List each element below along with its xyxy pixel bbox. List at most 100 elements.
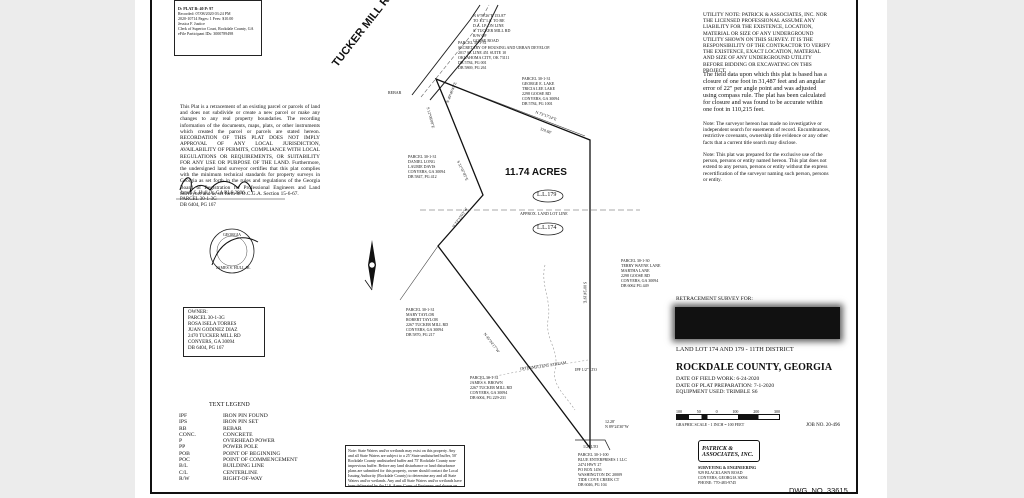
parcel-line: CONYERS, GA 30094 [408,169,446,174]
company-line: SURVEYING & ENGINEERING [698,465,757,470]
date-line: EQUIPMENT USED: TRIMBLE S6 [676,389,758,395]
recording-stamp-box: D: PLAT B: 40 P: 97 Recorded: 07/08/2020… [174,0,262,56]
parcel-line: 2298 GOOSE RD [621,273,650,278]
legend-code: POB [179,450,190,457]
legend-code: C/L [179,469,188,476]
seal-top-text: GEORGIA [223,232,241,237]
parcel-line: CONYERS, GA 30094 [522,96,560,101]
legend-desc: CONCRETE [223,431,253,438]
parcel-line: PARCEL 30-1-31 [470,375,499,380]
legend-desc: POINT OF COMMENCEMENT [223,457,298,464]
parcel-line: 2267 TUCKER MILL RD [470,385,513,390]
parcel-line: MARTHA LANE [621,268,650,273]
company-line: PHONE: 770-483-9745 [698,480,737,485]
parcel-label: PARCEL 30-1-31 GEORGE E. LAKE TRICIA LEE… [522,76,559,106]
legend-row: CONC. CONCRETE [179,432,298,438]
bearing-label: IPF 1/2" LTO [575,367,597,372]
scale-tick: 300 [773,409,780,414]
easement-note: Note: The surveyor hereon has made no in… [703,121,831,146]
legend-desc: OVERHEAD POWER [223,438,275,445]
parcel-line: JAMES S. BROWN [470,380,503,385]
parcel-label: PARCEL 30-1-31 SECRETARY OF HOUSING AND … [458,40,550,70]
legend-desc: POWER POLE [223,444,258,451]
owner-line: JUAN GODINEZ DIAZ [188,328,238,333]
land-lot-174-label: L.L.174 [537,225,557,231]
legend-code: CONC. [179,431,196,438]
legend-row: P OVERHEAD POWER [179,438,298,444]
surveyor-parcel: PARCEL 30-1-3G [180,197,217,202]
parcel-line: DB 5784, PG 001 [458,60,487,65]
parcel-line: PARCEL 30-1-31 [522,76,551,81]
stream-line [479,359,589,381]
ref-line: D.A. I.P. ON LINE [473,23,504,28]
surveyor-name: James S. Hull, Jr. GA RLS 2806 [180,191,245,196]
parcel-label: PARCEL 30-1-31 JAMES S. BROWN 2267 TUCKE… [470,375,512,400]
parcel-line: DB 5847, PG 412 [408,174,437,179]
utility-note: UTILITY NOTE: PATRICK & ASSOCIATES, INC.… [703,12,831,74]
land-lot-174-oval [532,222,564,236]
surveyor-seal [209,228,259,274]
parcel-label: PARCEL 30-1-100 BLUE ENTERPRISES 1 LLC 2… [578,452,627,487]
parcel-line: PARCEL 30-1-30 [621,258,650,263]
parcel-label: PARCEL 30-1-31 MARY TAYLOR ROBERT TAYLOR… [406,307,448,337]
company-line: 929 BLACKLAWN ROAD [698,470,743,475]
date-line: DATE OF PLAT PREPARATION: 7-1-2020 [676,382,775,389]
exclusive-use-note: Note: This plat was prepared for the exc… [703,152,829,183]
parcel-line: WASHINGTON DC 20009 [578,472,623,477]
legend-desc: BUILDING LINE [223,463,265,470]
legend-row: PP POWER POLE [179,444,298,450]
parcel-line: TERRY WAYNE LANE [621,263,661,268]
adjacent-parcel-line [399,245,439,301]
company-name: PATRICK & ASSOCIATES, INC. [702,446,754,458]
scale-tick: 100 [732,409,739,414]
dates-block: DATE OF FIELD WORK: 6-24-2020 DATE OF PL… [676,376,774,396]
legend-code: PP [179,444,186,451]
parcel-line: PARCEL 30-1-31 [408,154,437,159]
state-waters-note: Note: State Waters and/or wetlands may e… [345,445,465,487]
land-lot-district: LAND LOT 174 AND 179 - 11TH DISTRICT [676,346,794,353]
company-line: CONYERS, GEORGIA 30094 [698,475,748,480]
legend-code: P [179,438,183,445]
parcel-line: BLUE ENTERPRISES 1 LLC [578,457,628,462]
bearing-label: 12.28' [605,419,615,424]
job-number: JOB NO. 20-496 [806,423,841,428]
legend-code: IPS [179,419,188,426]
land-lot-179-label: L.L.179 [537,192,557,198]
signature-drawing [179,177,253,193]
road-centerline [420,4,490,98]
recording-line: Recorded: 07/08/2020 03:24 PM [178,11,231,16]
ref-line: S. TUCKER MILL RD [473,28,511,33]
parcel-label: PARCEL 30-1-30 TERRY WAYNE LANE MARTHA L… [621,258,660,288]
scale-ticks: 100 50 0 100 200 300 [676,409,780,414]
bearing-label: 1/2" LTO [583,444,599,449]
legend-code: R/W [179,475,190,482]
legend-desc: IRON PIN SET [223,419,259,426]
county-title: ROCKDALE COUNTY, GEORGIA [676,362,833,373]
scale-tick: 50 [696,409,701,414]
surveyor-statement: This Plat is a retracement of an existin… [180,104,320,197]
boundary-tail [575,439,611,451]
scale-tick: 0 [715,409,718,414]
parcel-line: TRICIA LEE LAKE [522,86,556,91]
road-edge-left [411,4,481,96]
legend-desc: IRON PIN FOUND [223,413,268,419]
parcel-line: ROBERT TAYLOR [406,317,438,322]
parcel-line: 2017 SE LINE 451 SUITE 10 [458,50,507,55]
parcel-line: PO BOX 1456 [578,467,602,472]
parcel-label: PARCEL 30-1-31 DANIEL LONG LAURIE DAVIS … [408,154,445,179]
scale-bar [676,414,780,420]
owner-label: OWNER: [188,310,208,315]
parcel-line: CONYERS, GA 30094 [406,327,444,332]
owner-line: DB 6404, PG 167 [188,346,224,351]
graphic-scale: 100 50 0 100 200 300 GRAPHIC SCALE - 1 I… [676,409,780,427]
parcel-line: CONYERS, GA 30094 [470,390,508,395]
recording-line: eFile Participant IDs: 3000789498 [178,31,234,36]
parcel-line: DB 5784, PG 1001 [522,101,553,106]
